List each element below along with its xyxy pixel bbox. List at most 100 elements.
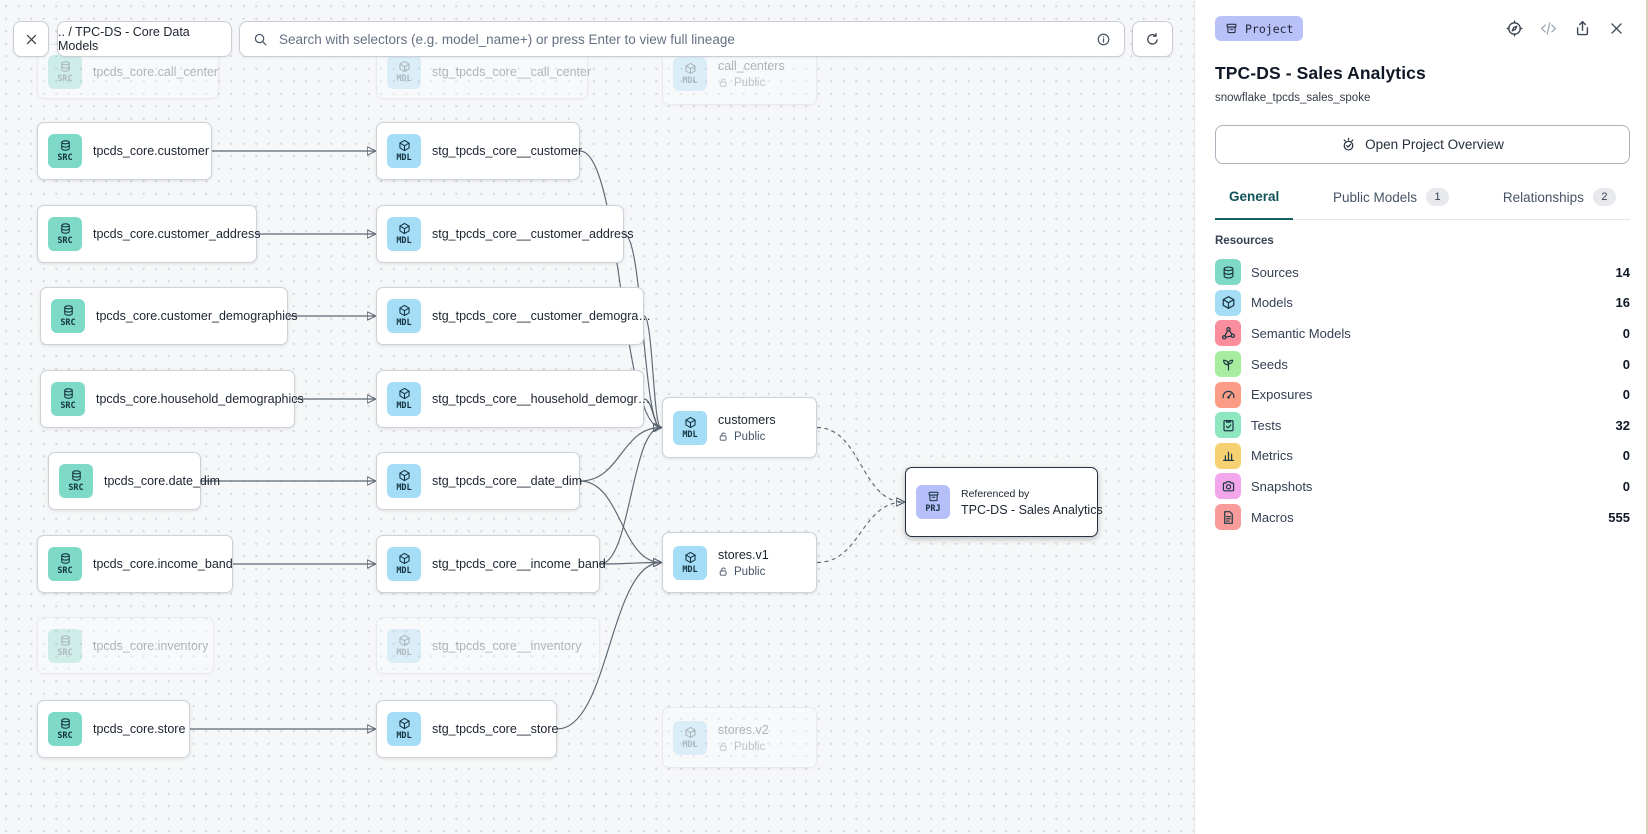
node-type-icon: MDL xyxy=(387,299,421,333)
lineage-node[interactable]: MDL stores.v2 Public xyxy=(662,707,817,768)
lineage-node[interactable]: MDL stores.v1 Public xyxy=(662,532,817,593)
lineage-node[interactable]: MDL stg_tpcds_core__call_center xyxy=(376,44,592,99)
unlock-icon xyxy=(718,431,729,442)
node-type-icon: SRC xyxy=(51,299,85,333)
lineage-node[interactable]: SRC tpcds_core.customer xyxy=(37,122,212,180)
project-icon xyxy=(1225,22,1238,35)
node-type-icon: SRC xyxy=(48,54,82,89)
lineage-edges xyxy=(190,0,1194,834)
node-type-icon: MDL xyxy=(387,54,421,89)
search-input[interactable] xyxy=(277,30,1087,48)
lineage-node[interactable]: SRC tpcds_core.date_dim xyxy=(48,452,220,510)
node-type-icon: MDL xyxy=(387,712,421,746)
node-label: stg_tpcds_core__inventory xyxy=(432,638,582,653)
lineage-node[interactable]: MDL stg_tpcds_core__store xyxy=(376,700,559,758)
node-label: tpcds_core.customer_address xyxy=(93,227,261,241)
resource-row[interactable]: Macros 555 xyxy=(1215,502,1630,533)
node-label: tpcds_core.customer_demographics xyxy=(96,309,298,323)
node-kicker: Referenced by xyxy=(961,487,1030,500)
node-label: tpcds_core.customer xyxy=(93,144,210,158)
resource-row[interactable]: Tests 32 xyxy=(1215,410,1630,441)
node-type-icon: SRC xyxy=(48,134,82,168)
resources-heading: Resources xyxy=(1215,235,1274,247)
close-icon xyxy=(24,32,39,47)
lineage-node[interactable]: MDL stg_tpcds_core__household_demogr… xyxy=(376,370,650,428)
lineage-canvas[interactable]: SRC tpcds_core.call_center SRC tpcds_cor… xyxy=(0,0,1194,834)
resource-label: Seeds xyxy=(1251,356,1288,372)
node-type-icon: SRC xyxy=(51,382,85,416)
node-type-icon: PRJ xyxy=(916,485,950,519)
refresh-button[interactable] xyxy=(1132,21,1173,57)
database-icon xyxy=(1215,259,1241,286)
search-icon xyxy=(253,32,268,47)
resource-row[interactable]: Sources 14 xyxy=(1215,257,1630,288)
node-label: stores.v2 xyxy=(718,722,769,737)
open-project-overview-button[interactable]: Open Project Overview xyxy=(1215,125,1630,164)
lineage-node[interactable]: SRC tpcds_core.store xyxy=(37,700,190,758)
lineage-node[interactable]: SRC tpcds_core.income_band xyxy=(37,535,233,593)
breadcrumb[interactable]: .. / TPC-DS - Core Data Models xyxy=(57,21,232,57)
lineage-node[interactable]: MDL stg_tpcds_core__inventory xyxy=(376,617,600,674)
tab-relationships[interactable]: Relationships 2 xyxy=(1489,188,1630,219)
resource-row[interactable]: Metrics 0 xyxy=(1215,441,1630,472)
project-schema-subtitle: snowflake_tpcds_sales_spoke xyxy=(1215,92,1371,104)
clipboard-icon xyxy=(1215,412,1241,439)
node-label: TPC-DS - Sales Analytics xyxy=(961,502,1103,517)
project-details-panel: Project TPC-DS - Sales Analytics snowfla… xyxy=(1194,0,1648,834)
resource-row[interactable]: Models 16 xyxy=(1215,288,1630,319)
lineage-node[interactable]: MDL stg_tpcds_core__income_band xyxy=(376,535,606,593)
camera-icon xyxy=(1215,473,1241,500)
node-label: tpcds_core.household_demographics xyxy=(96,392,304,406)
close-panel-icon[interactable] xyxy=(1608,20,1625,37)
lineage-node[interactable]: MDL stg_tpcds_core__date_dim xyxy=(376,452,583,510)
lineage-node[interactable]: PRJ Referenced by TPC-DS - Sales Analyti… xyxy=(905,467,1103,537)
cube-icon xyxy=(1215,289,1241,316)
seed-icon xyxy=(1215,351,1241,378)
compass-icon[interactable] xyxy=(1506,20,1523,37)
lineage-node[interactable]: MDL stg_tpcds_core__customer_demogra… xyxy=(376,287,651,345)
lineage-node[interactable]: MDL stg_tpcds_core__customer_address xyxy=(376,205,634,263)
barchart-icon xyxy=(1215,442,1241,469)
resource-label: Macros xyxy=(1251,509,1294,525)
page-title: TPC-DS - Sales Analytics xyxy=(1215,63,1426,83)
close-lineage-button[interactable] xyxy=(13,21,49,57)
node-type-icon: MDL xyxy=(387,464,421,498)
resource-row[interactable]: Seeds 0 xyxy=(1215,349,1630,380)
lineage-node[interactable]: SRC tpcds_core.inventory xyxy=(37,617,214,674)
project-overview-icon xyxy=(1341,137,1356,152)
node-label: stg_tpcds_core__customer_demogra… xyxy=(432,309,651,323)
node-label: stg_tpcds_core__call_center xyxy=(432,64,592,79)
node-label: stg_tpcds_core__date_dim xyxy=(432,474,583,488)
node-label: tpcds_core.income_band xyxy=(93,557,233,571)
node-label: stg_tpcds_core__store xyxy=(432,722,559,736)
resource-row[interactable]: Semantic Models 0 xyxy=(1215,318,1630,349)
lineage-node[interactable]: SRC tpcds_core.customer_address xyxy=(37,205,261,263)
node-type-icon: MDL xyxy=(673,410,707,445)
window-edge xyxy=(1646,0,1648,834)
resource-label: Exposures xyxy=(1251,387,1313,403)
lineage-node[interactable]: SRC tpcds_core.household_demographics xyxy=(40,370,304,428)
resource-row[interactable]: Snapshots 0 xyxy=(1215,471,1630,502)
tab-count-badge: 2 xyxy=(1592,188,1616,206)
lineage-node[interactable]: MDL customers Public xyxy=(662,397,817,458)
node-type-icon: MDL xyxy=(673,720,707,755)
search-bar xyxy=(239,21,1125,57)
project-badge-label: Project xyxy=(1245,21,1294,36)
resources-list: Sources 14 Models 16 Semantic Models 0 S… xyxy=(1215,257,1630,532)
share-icon[interactable] xyxy=(1574,20,1591,37)
resource-label: Models xyxy=(1251,295,1293,311)
node-label: stores.v1 xyxy=(718,547,769,562)
code-icon[interactable] xyxy=(1540,20,1557,37)
node-label: stg_tpcds_core__customer_address xyxy=(432,227,634,241)
node-type-icon: MDL xyxy=(387,217,421,251)
resource-row[interactable]: Exposures 0 xyxy=(1215,379,1630,410)
lineage-node[interactable]: SRC tpcds_core.customer_demographics xyxy=(40,287,298,345)
tab-general[interactable]: General xyxy=(1215,188,1294,220)
resource-label: Sources xyxy=(1251,264,1299,280)
node-type-icon: MDL xyxy=(387,134,421,168)
info-icon[interactable] xyxy=(1096,32,1111,47)
node-type-icon: SRC xyxy=(48,547,82,581)
node-visibility: Public xyxy=(718,566,769,578)
tab-public-models[interactable]: Public Models 1 xyxy=(1319,188,1463,219)
lineage-node[interactable]: MDL stg_tpcds_core__customer xyxy=(376,122,582,180)
